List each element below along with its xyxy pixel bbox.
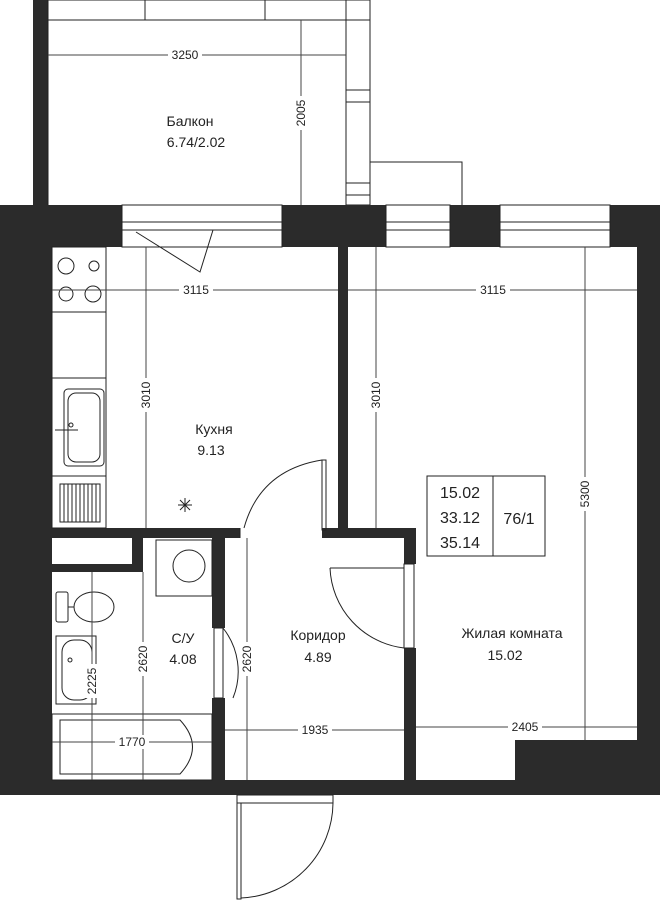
room-name-balcony: Балкон bbox=[167, 113, 214, 129]
dishwasher-icon bbox=[59, 483, 101, 523]
washing-machine-icon bbox=[155, 539, 213, 597]
dim-bath-width: 1770 bbox=[119, 735, 146, 749]
dim-living-bottom: 2405 bbox=[512, 720, 539, 734]
room-area-bathroom: 4.08 bbox=[169, 651, 196, 667]
dimension-labels: 3250 2005 3115 3010 3115 3010 5300 2405 … bbox=[85, 48, 592, 749]
room-name-corridor: Коридор bbox=[290, 627, 346, 643]
room-name-kitchen: Кухня bbox=[195, 421, 232, 437]
room-name-bathroom: С/У bbox=[172, 630, 195, 646]
dim-living-width: 3115 bbox=[480, 283, 506, 297]
summary-total-area: 33.12 bbox=[440, 510, 480, 527]
balcony-step bbox=[369, 161, 463, 205]
summary-total-with-balcony: 35.14 bbox=[440, 535, 480, 552]
balcony-door-swing bbox=[135, 229, 214, 273]
room-name-living: Жилая комната bbox=[461, 625, 562, 641]
room-area-kitchen: 9.13 bbox=[197, 442, 224, 458]
dim-kitchen-depth: 3010 bbox=[139, 381, 153, 408]
doors bbox=[213, 459, 415, 900]
dim-corridor-width: 1935 bbox=[302, 723, 329, 737]
balcony-parapet-top bbox=[47, 0, 371, 21]
stove-icon bbox=[57, 257, 102, 303]
bathtub-icon bbox=[51, 713, 213, 781]
summary-living-area: 15.02 bbox=[440, 485, 480, 502]
kitchen-furniture bbox=[51, 246, 192, 529]
toilet-icon bbox=[55, 591, 115, 623]
room-area-corridor: 4.89 bbox=[304, 649, 331, 665]
living-room-door bbox=[329, 563, 415, 649]
balcony bbox=[33, 0, 463, 206]
bathroom-door bbox=[213, 627, 239, 699]
dim-living-length: 5300 bbox=[578, 480, 592, 507]
wall-kitchen-living bbox=[338, 247, 348, 530]
dim-kitchen-width: 3115 bbox=[183, 283, 209, 297]
kitchen-door bbox=[239, 459, 327, 538]
dim-living-depth: 3010 bbox=[369, 381, 383, 408]
walls bbox=[0, 205, 660, 795]
dim-balcony-depth: 2005 bbox=[294, 99, 308, 126]
wall-bath-corridor bbox=[212, 538, 225, 628]
dim-balcony-width: 3250 bbox=[172, 48, 199, 62]
room-area-living: 15.02 bbox=[487, 647, 522, 663]
wall-kitchen-bottom bbox=[52, 528, 240, 538]
summary-apartment-number: 76/1 bbox=[503, 511, 534, 528]
balcony-wall-left bbox=[33, 0, 48, 205]
room-area-balcony: 6.74/2.02 bbox=[167, 134, 226, 150]
wall-corridor-living bbox=[404, 538, 416, 564]
entrance-door bbox=[236, 794, 334, 900]
bathroom-fixtures bbox=[51, 539, 213, 781]
dim-bath-depth: 2225 bbox=[85, 667, 99, 694]
area-summary-box: 15.02 33.12 35.14 76/1 bbox=[426, 475, 546, 557]
room-labels: Балкон 6.74/2.02 Кухня 9.13 С/У 4.08 Кор… bbox=[167, 113, 563, 667]
dim-bath-height: 2620 bbox=[136, 645, 150, 672]
dim-corridor-height: 2620 bbox=[240, 645, 254, 672]
kitchen-sink-icon bbox=[55, 388, 105, 467]
windows bbox=[121, 204, 611, 273]
gas-riser-icon bbox=[178, 498, 192, 512]
